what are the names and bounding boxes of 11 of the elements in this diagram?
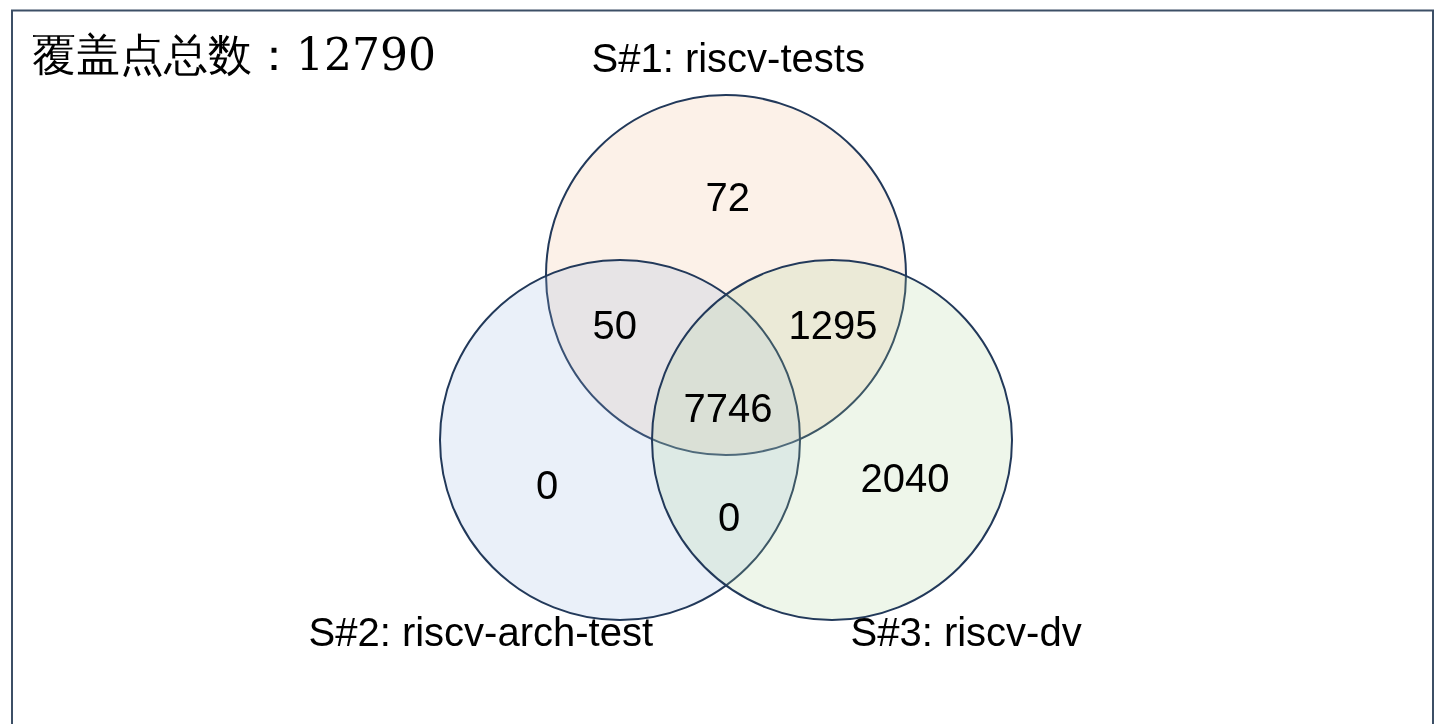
- total-count-text: 覆盖点总数：12790: [32, 33, 436, 77]
- region-count: 2040: [860, 458, 950, 498]
- set-title: S#1: riscv-tests: [591, 38, 865, 78]
- region-count: 50: [592, 305, 637, 345]
- region-count: 1295: [788, 305, 878, 345]
- set-title: S#3: riscv-dv: [850, 612, 1082, 652]
- region-count: 7746: [683, 388, 773, 428]
- region-count: 0: [536, 465, 559, 505]
- set-title: S#2: riscv-arch-test: [308, 612, 654, 652]
- region-count: 0: [718, 497, 741, 537]
- region-count: 72: [705, 177, 750, 217]
